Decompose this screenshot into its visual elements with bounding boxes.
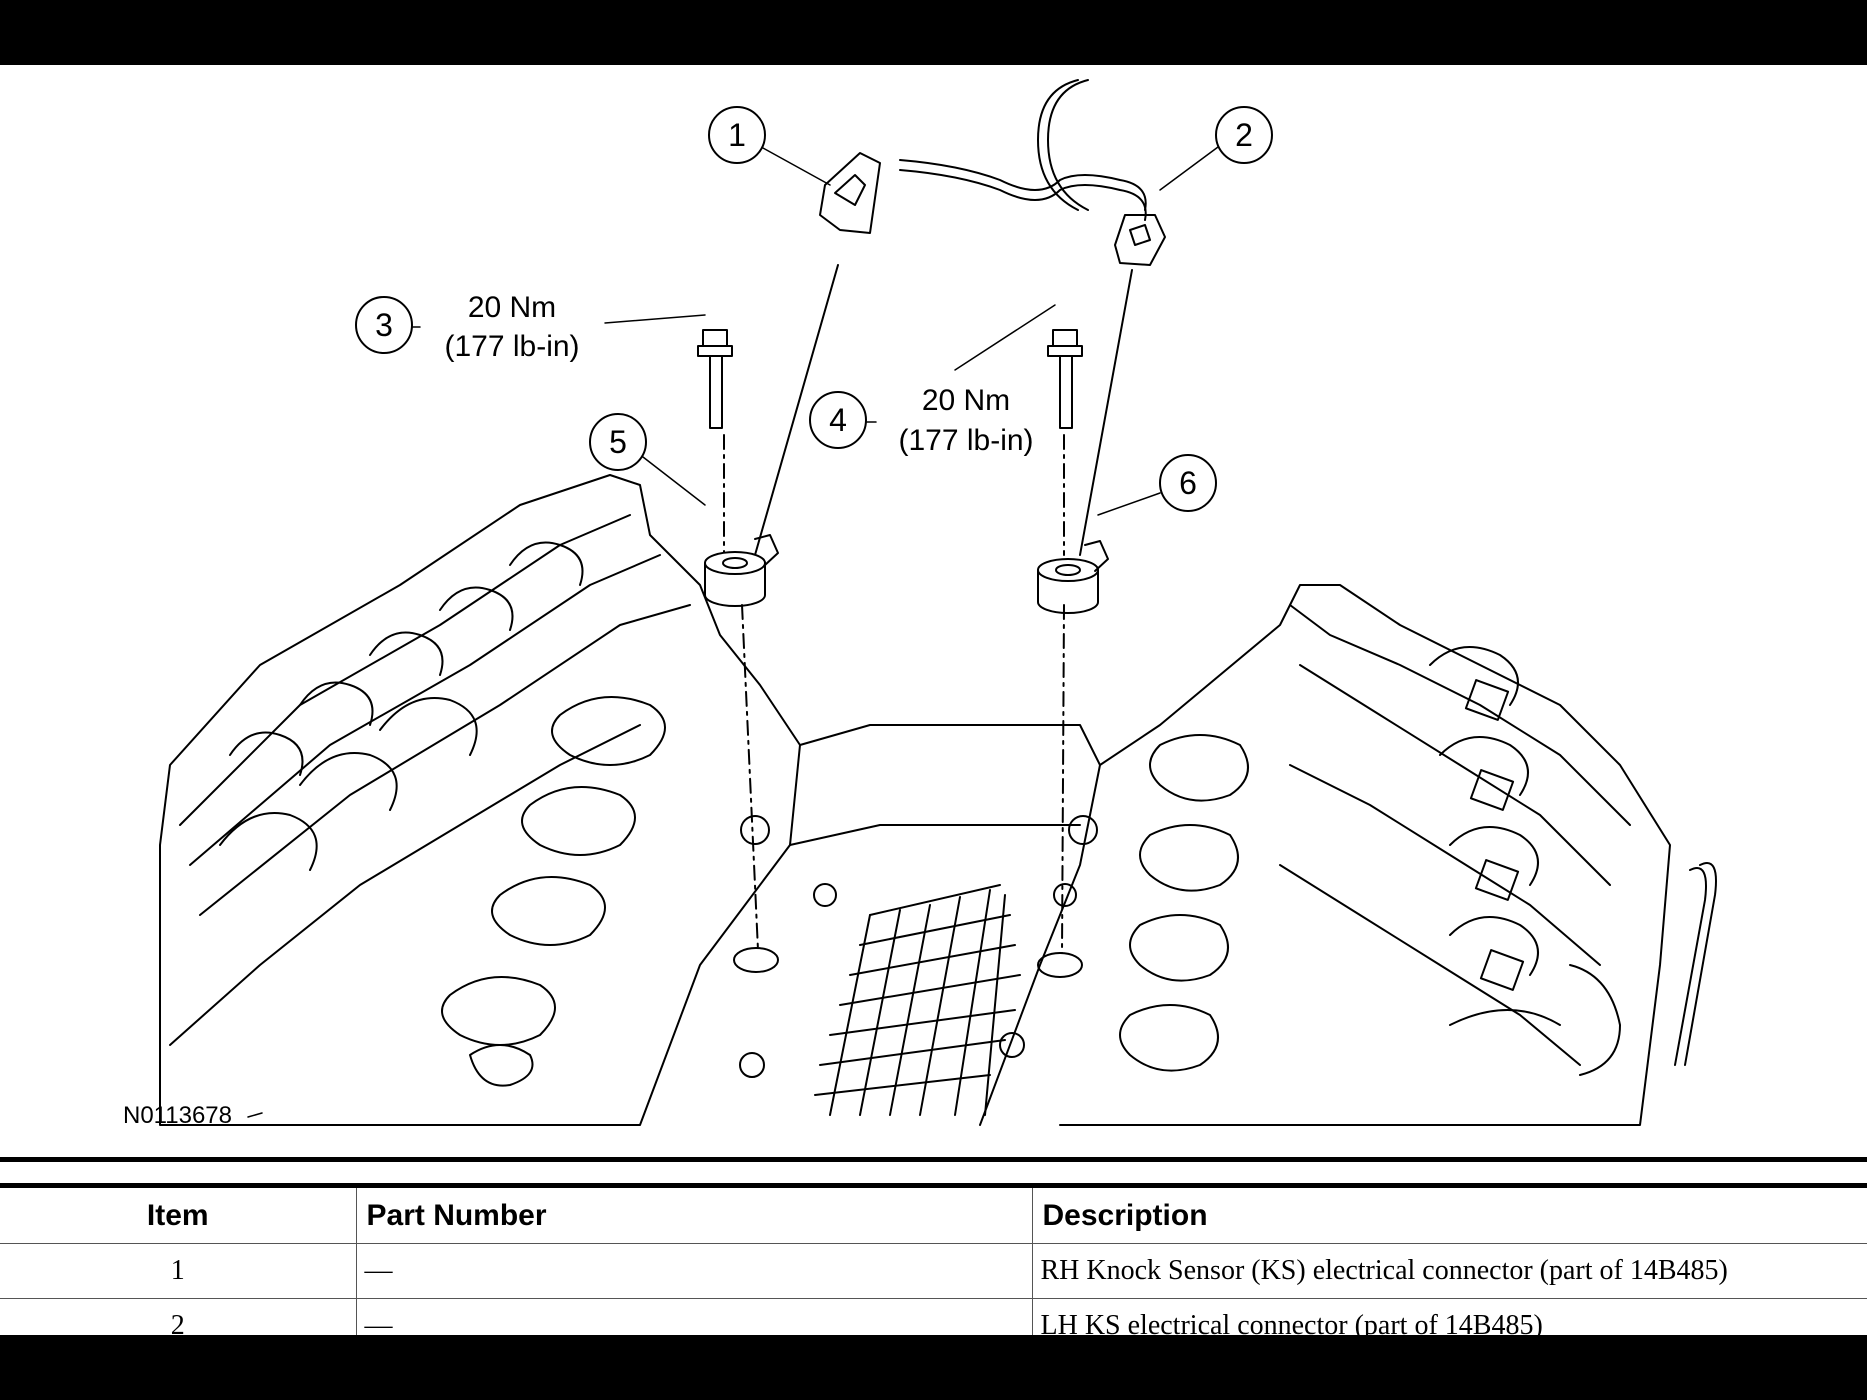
- part-number-cell: —: [355, 1243, 1032, 1299]
- callout-6: 6: [1097, 454, 1217, 516]
- rh-ks-bolt: [1047, 329, 1083, 429]
- knock-sensor-wiring-harness: [899, 79, 1147, 221]
- lh-knock-sensor: [704, 534, 779, 607]
- figure-id: N0113678: [123, 1102, 232, 1129]
- callout-number: 2: [1235, 117, 1253, 153]
- rh-ks-connector: [819, 152, 881, 234]
- callout-3: 3 20 Nm (177 lb-in): [355, 291, 706, 363]
- torque-spec-lbin: (177 lb-in): [444, 330, 579, 363]
- item-cell: 2: [0, 1298, 356, 1335]
- service-manual-sheet: 1 2 3 20 Nm (177 lb-in) 4 20 Nm (177 lb-…: [0, 65, 1867, 1335]
- callout-5: 5: [589, 413, 706, 506]
- description-cell: RH Knock Sensor (KS) electrical connecto…: [1031, 1243, 1867, 1299]
- torque-spec-nm: 20 Nm: [922, 384, 1010, 417]
- callout-2: 2: [1159, 106, 1273, 191]
- callout-number: 6: [1179, 465, 1197, 501]
- table-row: 1 — RH Knock Sensor (KS) electrical conn…: [0, 1243, 1867, 1299]
- parts-table: Item Part Number Description 1 — RH Knoc…: [0, 1188, 1867, 1335]
- item-cell: 1: [0, 1243, 356, 1299]
- table-header-row: Item Part Number Description: [0, 1188, 1867, 1244]
- callout-1: 1: [708, 106, 831, 186]
- knock-sensor-exploded-diagram: 1 2 3 20 Nm (177 lb-in) 4 20 Nm (177 lb-…: [123, 79, 1717, 1129]
- torque-spec-nm: 20 Nm: [468, 291, 556, 324]
- callout-number: 5: [609, 424, 627, 460]
- callout-number: 3: [375, 307, 393, 343]
- engine-assembly-drawing: [159, 474, 1717, 1126]
- table-row: 2 — LH KS electrical connector (part of …: [0, 1298, 1867, 1335]
- callout-4: 4 20 Nm (177 lb-in): [809, 304, 1056, 457]
- description-cell: LH KS electrical connector (part of 14B4…: [1031, 1298, 1867, 1335]
- connector-routing-lines: [754, 264, 1133, 556]
- bolt-centerlines: [723, 434, 1065, 954]
- part-number-cell: —: [355, 1298, 1032, 1335]
- section-rule-bottom: [0, 1183, 1867, 1188]
- callout-number: 1: [728, 117, 746, 153]
- torque-spec-lbin: (177 lb-in): [898, 424, 1033, 457]
- rh-knock-sensor: [1037, 540, 1109, 614]
- header-part-number: Part Number: [355, 1188, 1032, 1244]
- section-rule-top: [0, 1157, 1867, 1162]
- lh-ks-bolt: [697, 329, 733, 429]
- lh-ks-connector: [1114, 214, 1166, 266]
- callout-number: 4: [829, 402, 847, 438]
- header-item: Item: [0, 1188, 356, 1244]
- header-description: Description: [1031, 1188, 1867, 1244]
